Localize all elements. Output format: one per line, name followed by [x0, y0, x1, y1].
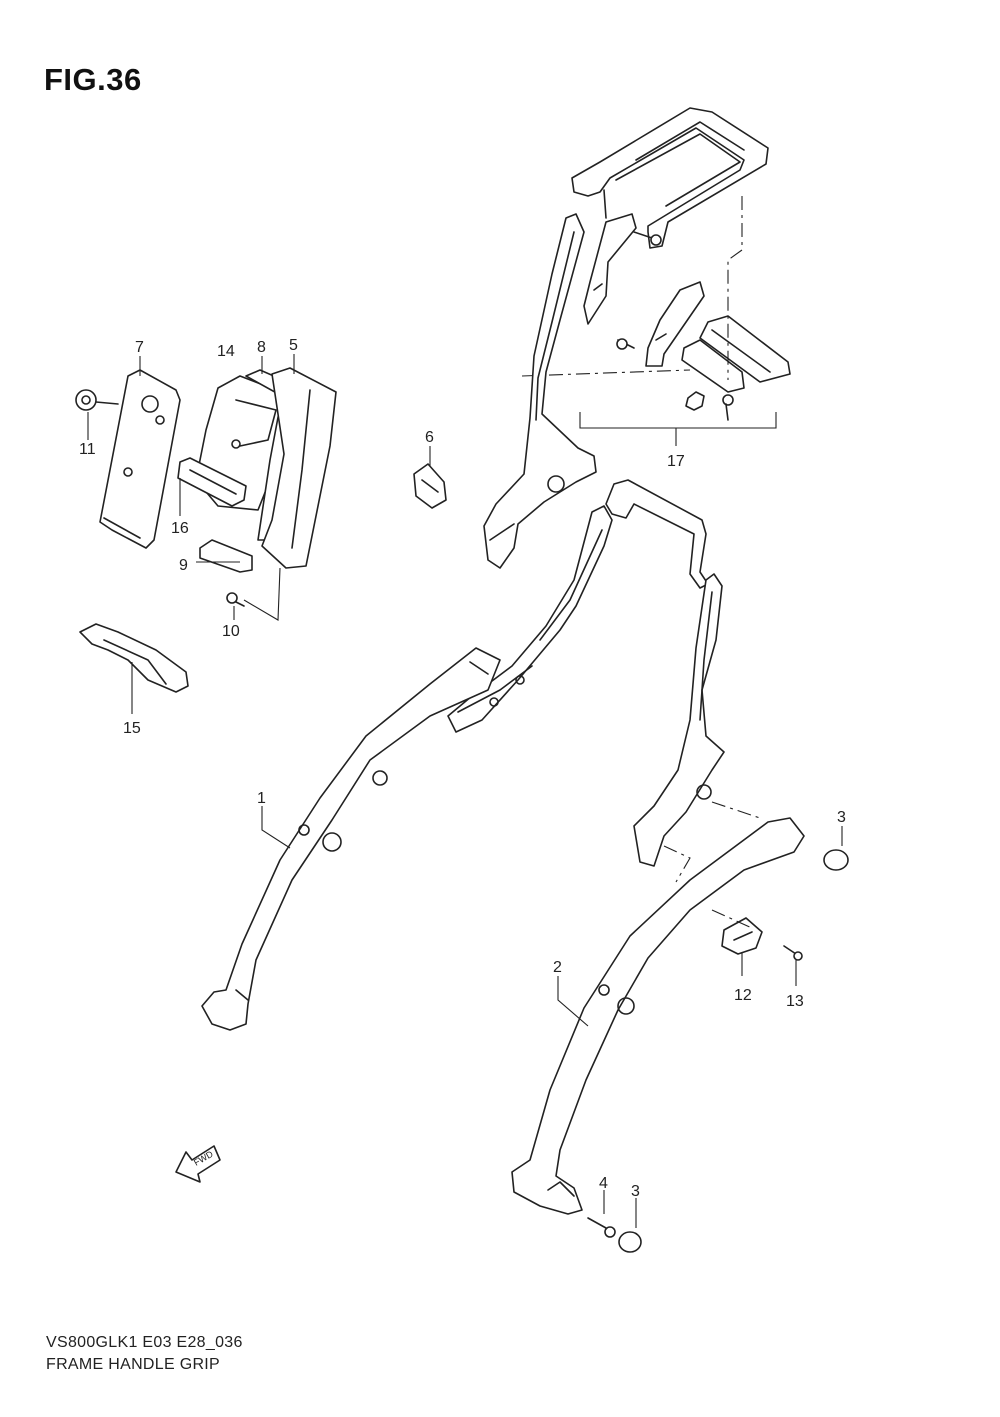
p17-bracket-line — [579, 412, 777, 429]
callout-9: 9 — [179, 557, 188, 574]
callout-4: 4 — [599, 1175, 608, 1192]
callout-17: 17 — [667, 453, 685, 470]
cover-plate-7 — [99, 356, 181, 549]
rack-bracket-left — [583, 213, 637, 325]
callout-12: 12 — [734, 987, 752, 1004]
callout-10: 10 — [222, 623, 240, 640]
p1-leader — [261, 806, 291, 849]
clamp-12 — [711, 909, 763, 976]
rack-alignment-line-2 — [521, 369, 691, 377]
callout-5: 5 — [289, 337, 298, 354]
screw-13 — [783, 945, 803, 986]
callout-3-lower: 3 — [631, 1183, 640, 1200]
clip-6 — [413, 446, 447, 509]
callout-14: 14 — [217, 343, 235, 360]
callout-11: 11 — [79, 441, 96, 458]
cap-upper — [823, 826, 849, 871]
backrest-upper-frame — [483, 213, 597, 569]
frame-tube-left — [201, 647, 501, 1031]
frame-tube-right — [511, 817, 805, 1215]
callout-3-upper: 3 — [837, 809, 846, 826]
figure-name: FRAME HANDLE GRIP — [46, 1356, 221, 1373]
fwd-arrow-icon: FWD — [175, 1145, 221, 1183]
bolt-4 — [587, 1190, 616, 1238]
nut-11 — [75, 389, 119, 440]
rack-bracket-right — [645, 281, 705, 367]
lower-frame-alignment — [663, 845, 691, 883]
callout-15: 15 — [123, 720, 141, 737]
screw-10 — [226, 567, 281, 621]
callout-7: 7 — [135, 339, 144, 356]
rack-bolts — [616, 231, 734, 421]
callout-8: 8 — [257, 339, 266, 356]
rack-alignment-line — [727, 196, 743, 380]
luggage-rack-carrier — [571, 107, 769, 249]
rack-side-plate — [681, 315, 791, 393]
backrest-right-upright — [633, 573, 725, 867]
figure-title: FIG.36 — [44, 62, 142, 97]
backrest-crossbar-frame — [447, 479, 709, 733]
callout-1: 1 — [257, 790, 266, 807]
callout-6: 6 — [425, 429, 434, 446]
p2-leader — [557, 976, 589, 1027]
strap-16 — [177, 457, 247, 516]
cap-lower — [618, 1198, 642, 1253]
callout-2: 2 — [553, 959, 562, 976]
right-frame-alignment — [711, 801, 761, 819]
pliers-15 — [79, 623, 189, 714]
model-code: VS800GLK1 E03 E28_036 — [46, 1334, 243, 1351]
bag-shell-5 — [261, 354, 337, 569]
callout-16: 16 — [171, 520, 189, 537]
callout-13: 13 — [786, 993, 804, 1010]
pad-9 — [196, 539, 253, 573]
